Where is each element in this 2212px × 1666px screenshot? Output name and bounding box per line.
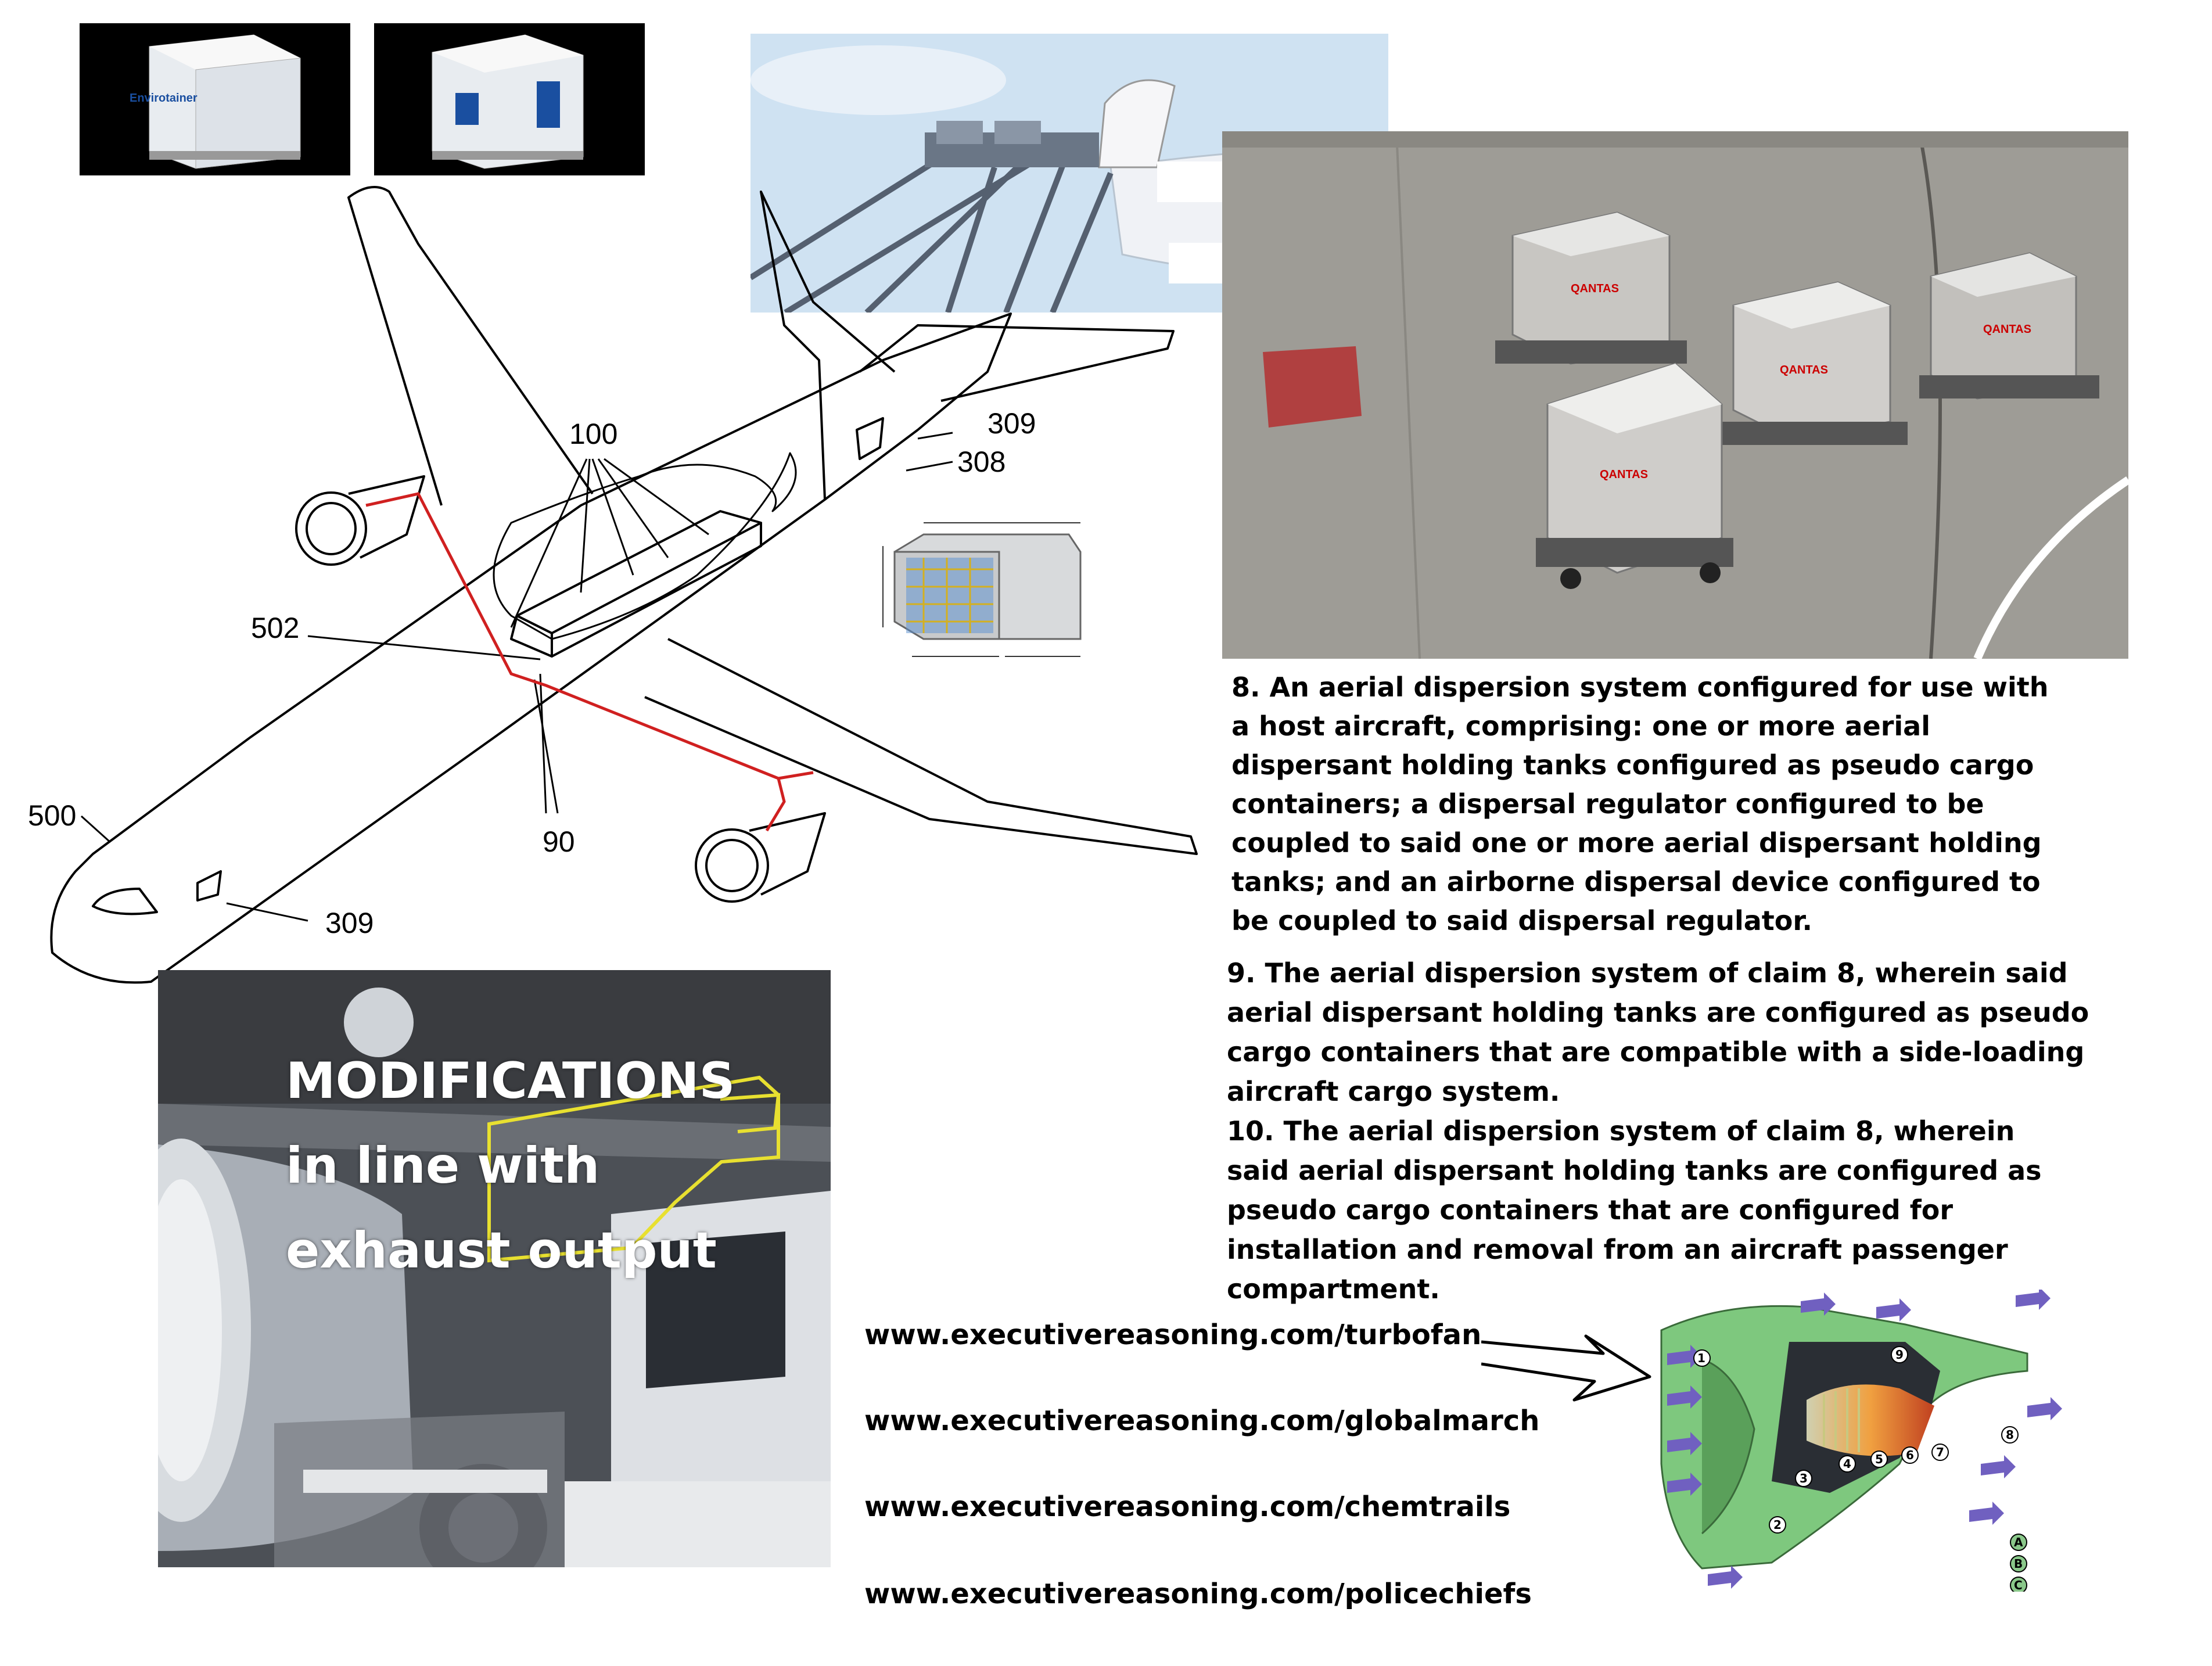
claim-9: 9. The aerial dispersion system of claim… — [1227, 957, 2089, 1107]
label-308: 308 — [957, 446, 1006, 478]
envirotainer-photo-left: Envirotainer — [80, 23, 350, 175]
cargo-container-diagram — [882, 522, 1082, 657]
engine-num-4: 4 — [1843, 1457, 1851, 1471]
patent-aircraft-drawing — [50, 186, 1198, 984]
link-turbofan[interactable]: www.executivereasoning.com/turbofan — [864, 1319, 1482, 1351]
engine-num-7: 7 — [1936, 1445, 1944, 1459]
engine-num-9: 9 — [1895, 1348, 1904, 1362]
engine-num-1: 1 — [1697, 1351, 1705, 1365]
dispersal-line — [365, 492, 814, 832]
label-500: 500 — [28, 799, 77, 832]
engine-legend-c: C — [2014, 1578, 2023, 1592]
engine-legend-a: A — [2014, 1535, 2023, 1549]
link-policechiefs[interactable]: www.executivereasoning.com/policechiefs — [864, 1578, 1532, 1610]
qantas-label-1: QANTAS — [1571, 282, 1619, 295]
label-100: 100 — [569, 418, 618, 450]
engine-truck-photo — [158, 970, 831, 1567]
engine-num-5: 5 — [1875, 1452, 1883, 1466]
link-chemtrails[interactable]: www.executivereasoning.com/chemtrails — [864, 1491, 1511, 1523]
engine-num-3: 3 — [1800, 1471, 1808, 1485]
qantas-label-2: QANTAS — [1780, 364, 1828, 376]
envirotainer-brand: Envirotainer — [130, 92, 198, 105]
qantas-label-4: QANTAS — [1600, 468, 1648, 481]
turbofan-cutaway — [1660, 1290, 2062, 1592]
envirotainer-photo-right — [374, 23, 645, 175]
qantas-label-3: QANTAS — [1983, 323, 2031, 336]
double-arrow-icon — [1481, 1334, 1651, 1402]
modifications-overlay-text: MODIFICATIONS in line with exhaust outpu… — [286, 1052, 735, 1280]
claim-10: 10. The aerial dispersion system of clai… — [1227, 1115, 2042, 1305]
exhaust-highlight — [487, 1075, 781, 1263]
label-90: 90 — [543, 825, 575, 858]
label-309-bottom: 309 — [325, 907, 374, 939]
engine-num-6: 6 — [1906, 1448, 1914, 1462]
engine-num-2: 2 — [1773, 1518, 1782, 1532]
label-502: 502 — [251, 612, 300, 644]
patent-claims: 8. An aerial dispersion system configure… — [1227, 668, 2089, 1309]
label-309-top: 309 — [988, 407, 1036, 440]
qantas-cargo-photo: QANTAS QANTAS QANTAS QANTAS — [1222, 131, 2128, 659]
link-globalmarch[interactable]: www.executivereasoning.com/globalmarch — [864, 1405, 1540, 1437]
claim-8: 8. An aerial dispersion system configure… — [1231, 672, 2049, 936]
engine-num-8: 8 — [2006, 1428, 2014, 1442]
engine-legend-b: B — [2014, 1557, 2023, 1571]
